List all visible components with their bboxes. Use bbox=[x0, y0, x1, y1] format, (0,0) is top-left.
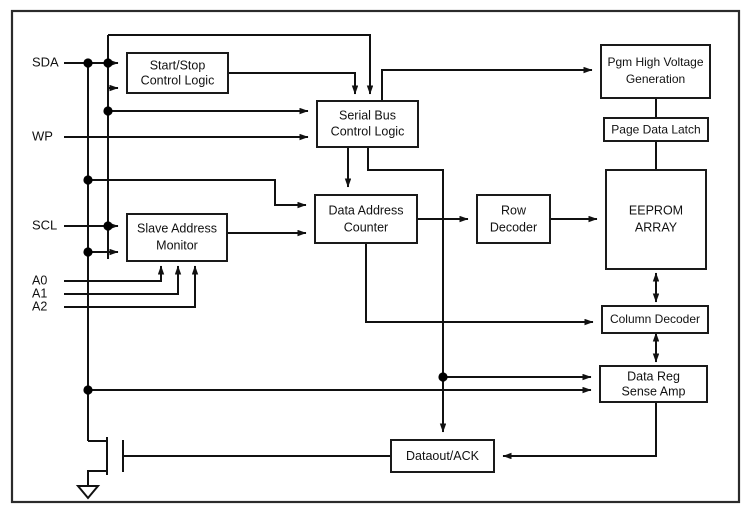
junction-scl-slave bbox=[103, 221, 113, 231]
block-label-line2: Control Logic bbox=[331, 124, 405, 138]
block-label-line1: Slave Address bbox=[137, 221, 217, 235]
junction-sda-scl-tap bbox=[103, 58, 113, 68]
wire-dac-to-coldec bbox=[365, 243, 594, 326]
junction-node-datareg bbox=[438, 372, 448, 382]
block-label-line1: Column Decoder bbox=[610, 312, 700, 326]
block-label-line2: Decoder bbox=[490, 220, 537, 234]
wire-serial-to-dataout bbox=[367, 147, 447, 433]
block-eeprom-array[interactable]: EEPROM ARRAY bbox=[605, 169, 707, 270]
wire-a0 bbox=[64, 265, 165, 282]
block-slave-address-monitor[interactable]: Slave Address Monitor bbox=[126, 213, 228, 262]
wire-datareg-to-dataout bbox=[502, 402, 657, 460]
block-label-line2: Sense Amp bbox=[622, 384, 686, 398]
wire-a2 bbox=[64, 265, 199, 308]
block-label-line2: ARRAY bbox=[635, 220, 678, 234]
wire-bus-to-dac-in1 bbox=[88, 179, 307, 209]
block-label-line2: Generation bbox=[626, 72, 685, 86]
wire-scl-to-serial-bus-top bbox=[108, 34, 374, 95]
wire-a1 bbox=[64, 265, 182, 295]
junction-dots bbox=[83, 58, 448, 395]
block-column-decoder[interactable]: Column Decoder bbox=[601, 305, 709, 334]
junction-sda-bus bbox=[83, 58, 93, 68]
pin-label-a0: A0 bbox=[32, 273, 47, 287]
block-label-line1: Start/Stop bbox=[150, 58, 206, 72]
pin-label-a1: A1 bbox=[32, 286, 47, 300]
block-label-line1: Data Reg bbox=[627, 369, 680, 383]
block-pgm-high-voltage-generation[interactable]: Pgm High Voltage Generation bbox=[600, 44, 711, 99]
block-serial-bus-control-logic[interactable]: Serial Bus Control Logic bbox=[316, 100, 419, 148]
block-label-line1: Data Address bbox=[328, 203, 403, 217]
block-start-stop-control-logic[interactable]: Start/Stop Control Logic bbox=[126, 52, 229, 94]
pin-label-wp: WP bbox=[32, 128, 53, 143]
junction-bus-datareg bbox=[83, 385, 93, 395]
block-data-address-counter[interactable]: Data Address Counter bbox=[314, 194, 418, 244]
wire-transistor-source bbox=[87, 470, 107, 486]
wire-startstop-to-serial bbox=[228, 72, 359, 95]
block-label-line2: Monitor bbox=[156, 238, 198, 252]
block-dataout-ack[interactable]: Dataout/ACK bbox=[390, 439, 495, 473]
block-label-line1: EEPROM bbox=[629, 203, 683, 217]
pin-label-sda: SDA bbox=[32, 54, 59, 69]
block-label-line1: Dataout/ACK bbox=[406, 449, 480, 463]
block-label-line2: Counter bbox=[344, 220, 388, 234]
pin-label-scl: SCL bbox=[32, 217, 57, 232]
block-label-line2: Control Logic bbox=[141, 73, 215, 87]
block-row-decoder[interactable]: Row Decoder bbox=[476, 194, 551, 244]
block-label-line1: Page Data Latch bbox=[611, 123, 700, 137]
block-label-line1: Serial Bus bbox=[339, 108, 396, 122]
block-label-line1: Row bbox=[501, 203, 527, 217]
ground-symbol bbox=[75, 485, 101, 500]
pin-label-a2: A2 bbox=[32, 299, 47, 313]
block-label-line1: Pgm High Voltage bbox=[607, 55, 703, 69]
junction-scl-serialin bbox=[103, 106, 113, 116]
block-data-reg-sense-amp[interactable]: Data Reg Sense Amp bbox=[599, 365, 708, 403]
wire-serial-to-pgm bbox=[381, 66, 593, 101]
junction-bus-slave bbox=[83, 247, 93, 257]
block-page-data-latch[interactable]: Page Data Latch bbox=[603, 117, 709, 142]
junction-bus-dac bbox=[83, 175, 93, 185]
